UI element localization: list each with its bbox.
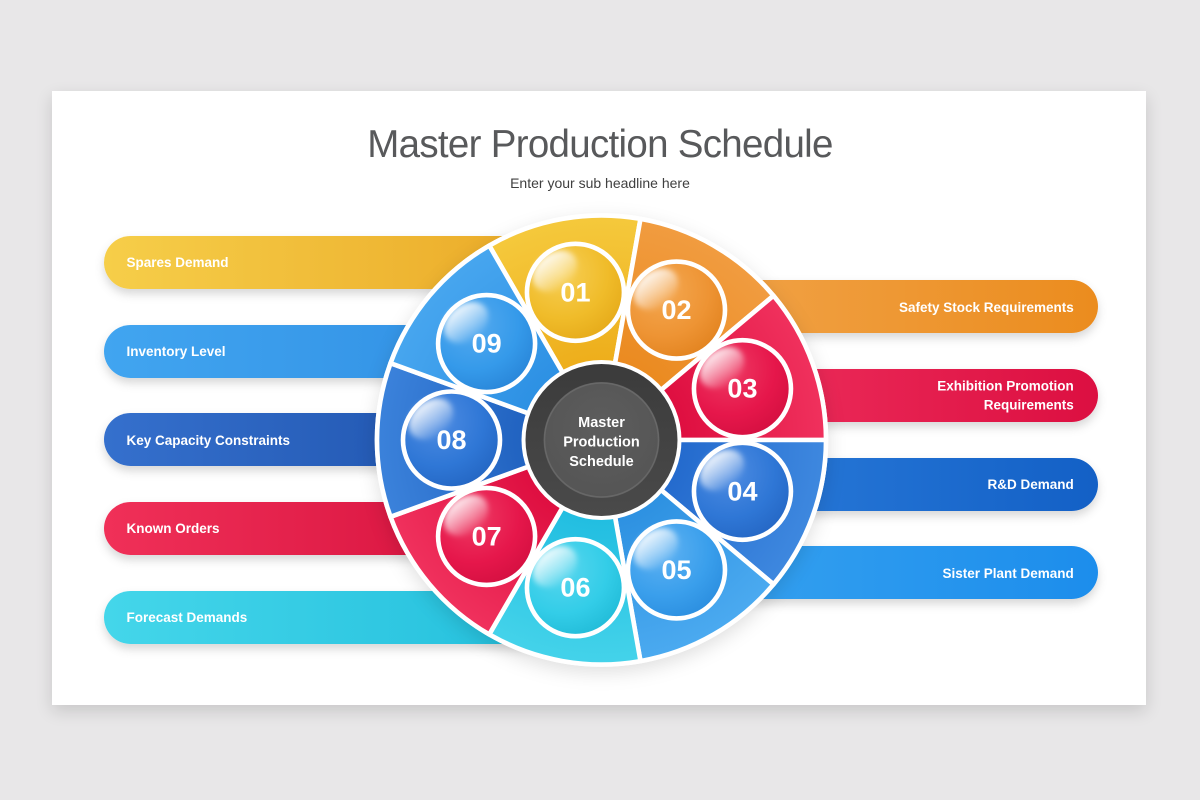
svg-text:09: 09 bbox=[472, 329, 502, 359]
svg-text:02: 02 bbox=[661, 295, 691, 325]
svg-text:04: 04 bbox=[727, 476, 757, 506]
svg-text:06: 06 bbox=[560, 573, 590, 603]
svg-text:05: 05 bbox=[661, 555, 691, 585]
svg-text:Master: Master bbox=[578, 415, 625, 431]
svg-text:Production: Production bbox=[563, 435, 640, 451]
svg-text:Schedule: Schedule bbox=[569, 454, 633, 470]
svg-text:08: 08 bbox=[436, 425, 466, 455]
svg-text:03: 03 bbox=[727, 374, 757, 404]
svg-text:07: 07 bbox=[472, 521, 502, 551]
svg-text:01: 01 bbox=[560, 277, 590, 307]
